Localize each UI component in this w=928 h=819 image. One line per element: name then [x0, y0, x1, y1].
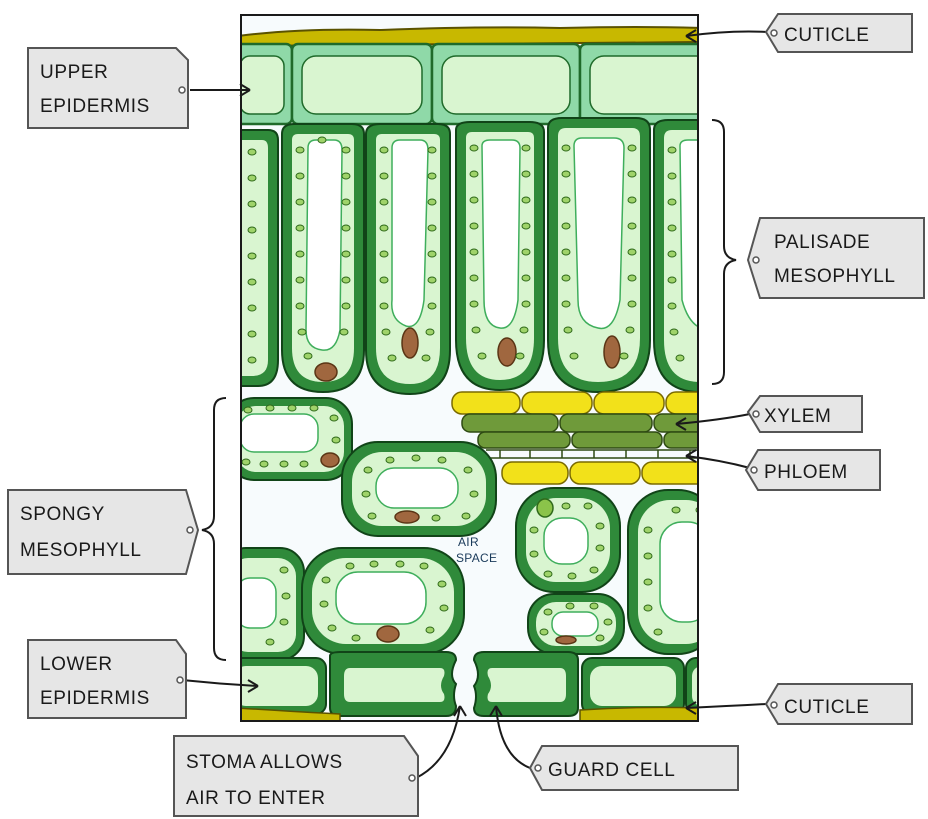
stoma-label-line1: STOMA ALLOWS: [186, 752, 343, 773]
tag-lower-epidermis: LOWER EPIDERMIS: [28, 640, 186, 718]
upper-epidermis-label-line2: EPIDERMIS: [40, 96, 150, 117]
phloem-label: PHLOEM: [764, 462, 848, 483]
guard-cell-label: GUARD CELL: [548, 760, 675, 781]
spongy-label-line1: SPONGY: [20, 504, 105, 525]
xylem-label: XYLEM: [764, 406, 831, 427]
tag-upper-epidermis: UPPER EPIDERMIS: [28, 48, 188, 128]
spongy-label-line2: MESOPHYLL: [20, 540, 142, 561]
tag-xylem: XYLEM: [748, 396, 862, 432]
palisade-bracket: [712, 120, 736, 384]
lower-cuticle-right: [580, 707, 700, 722]
palisade-label-line2: MESOPHYLL: [774, 266, 896, 287]
air-space-label-line1: AIR: [458, 535, 479, 549]
tag-cuticle-bottom: CUTICLE: [766, 684, 912, 724]
air-space-label-line2: SPACE: [456, 551, 497, 565]
tag-cuticle-top: CUTICLE: [766, 14, 912, 52]
cuticle-bottom-label: CUTICLE: [784, 697, 870, 718]
tag-spongy-mesophyll: SPONGY MESOPHYLL: [8, 490, 198, 574]
cuticle-top-label: CUTICLE: [784, 25, 870, 46]
palisade-label-line1: PALISADE: [774, 232, 870, 253]
tag-guard-cell: GUARD CELL: [530, 746, 738, 790]
tag-stoma: STOMA ALLOWS AIR TO ENTER: [174, 736, 418, 816]
upper-epidermis-cells: [230, 44, 710, 124]
tag-phloem: PHLOEM: [746, 450, 880, 490]
spongy-bracket: [202, 398, 226, 660]
lower-epidermis-label-line1: LOWER: [40, 654, 113, 675]
lower-epidermis-label-line2: EPIDERMIS: [40, 688, 150, 709]
upper-epidermis-label-line1: UPPER: [40, 62, 108, 83]
guard-cells: [330, 652, 578, 716]
stoma-label-line2: AIR TO ENTER: [186, 788, 326, 809]
tag-palisade-mesophyll: PALISADE MESOPHYLL: [748, 218, 924, 298]
